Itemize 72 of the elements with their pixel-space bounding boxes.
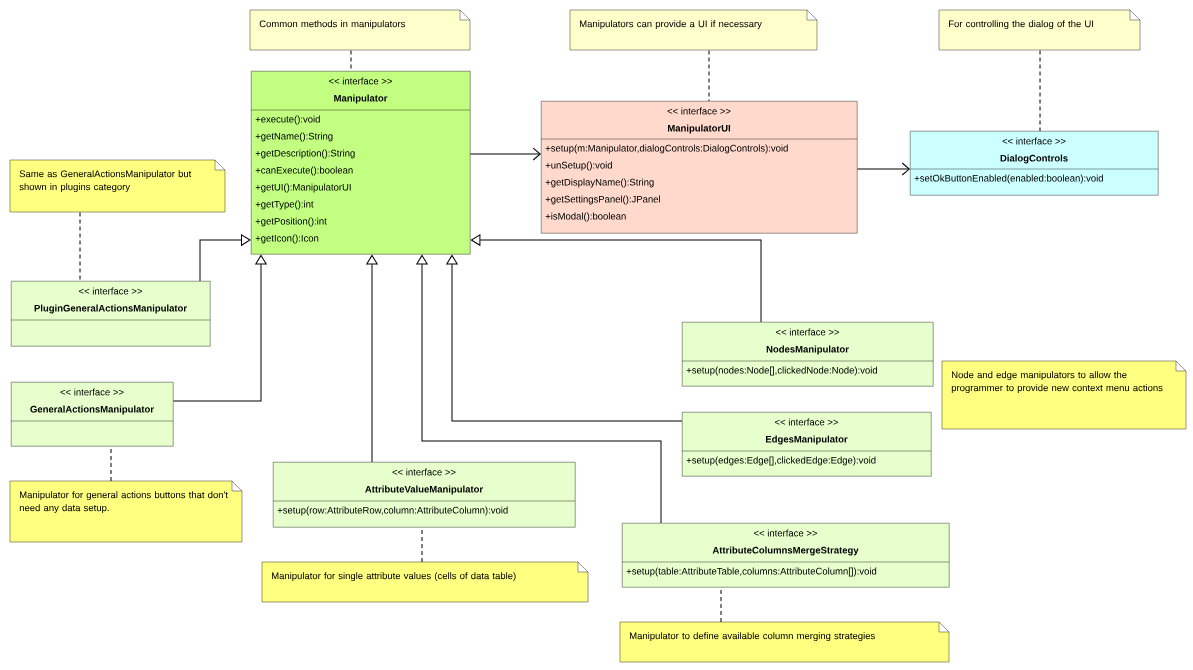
note-connector bbox=[1039, 49, 1041, 132]
note-box bbox=[569, 9, 818, 51]
class-name: ManipulatorUI bbox=[668, 124, 731, 134]
note-connector bbox=[708, 49, 710, 102]
generalization-arrow bbox=[172, 254, 267, 402]
stereotype-label: << interface >> bbox=[667, 107, 731, 115]
method-text: +unSetup():void bbox=[545, 161, 612, 171]
note-text: Manipulator for general actions buttons that don't need any data setup. bbox=[19, 491, 228, 514]
note-text: Manipulator for single attribute values (cells of data table) bbox=[272, 572, 516, 582]
note-connector bbox=[79, 211, 81, 282]
class-name: EdgesManipulator bbox=[766, 435, 848, 445]
interface-box bbox=[272, 462, 576, 528]
stereotype-label: << interface >> bbox=[775, 418, 838, 426]
interface-box bbox=[250, 71, 471, 255]
method-text: +getPosition():int bbox=[255, 217, 327, 227]
method-text: +execute():void bbox=[255, 115, 320, 125]
method-text: +setup(m:Manipulator,dialogControls:DialogControls):void bbox=[545, 144, 788, 154]
class-name: DialogControls bbox=[1000, 154, 1068, 164]
note-box bbox=[619, 621, 950, 663]
generalization-arrow bbox=[416, 254, 662, 524]
note-text: Node and edge manipulators to allow the programmer to provide new context menu actions bbox=[951, 371, 1163, 394]
interface-box bbox=[909, 131, 1159, 196]
note-text: For controlling the dialog of the UI bbox=[949, 20, 1094, 30]
method-text: +getType():int bbox=[255, 200, 314, 210]
method-text: +getSettingsPanel():JPanel bbox=[545, 195, 660, 205]
method-text: +setup(edges:Edge[],clickedEdge:Edge):void bbox=[686, 456, 876, 466]
method-text: +setup(table:AttributeTable,columns:AttributeColumn[]):void bbox=[626, 567, 877, 577]
note-box bbox=[9, 159, 226, 213]
generalization-arrow bbox=[366, 254, 378, 463]
note-text: Common methods in manipulators bbox=[259, 20, 406, 30]
note-box bbox=[261, 561, 589, 603]
interface-box bbox=[681, 412, 932, 477]
method-text: +setup(nodes:Node[],clickedNode:Node):void bbox=[686, 366, 877, 376]
generalization-arrow bbox=[199, 234, 251, 282]
class-name: Manipulator bbox=[334, 94, 388, 104]
note-text: Same as GeneralActionsManipulator but shown in plugins category bbox=[19, 170, 192, 193]
class-name: AttributeColumnsMergeStrategy bbox=[712, 546, 859, 556]
class-name: NodesManipulator bbox=[766, 345, 849, 355]
method-text: +canExecute():boolean bbox=[255, 166, 353, 176]
stereotype-label: << interface >> bbox=[754, 529, 817, 537]
note-text: Manipulators can provide a UI if necessary bbox=[580, 20, 762, 30]
stereotype-label: << interface >> bbox=[1002, 137, 1066, 145]
interface-box bbox=[540, 101, 858, 234]
class-name: GeneralActionsManipulator bbox=[30, 405, 154, 415]
method-text: +getDisplayName():String bbox=[545, 178, 654, 188]
interface-box bbox=[681, 322, 934, 387]
generalization-arrow bbox=[470, 234, 762, 323]
generalization-arrow bbox=[446, 254, 683, 422]
note-box bbox=[938, 9, 1141, 51]
method-text: +isModal():boolean bbox=[545, 212, 626, 222]
method-text: +getDescription():String bbox=[255, 149, 355, 159]
stereotype-label: << interface >> bbox=[329, 77, 392, 85]
note-text: Manipulator to define available column merging strategies bbox=[630, 632, 875, 642]
note-box bbox=[941, 360, 1187, 430]
method-text: +getName():String bbox=[255, 132, 333, 142]
method-text: +setOkButtonEnabled(enabled:boolean):void bbox=[914, 174, 1103, 184]
association-arrow bbox=[856, 162, 910, 176]
interface-box bbox=[621, 523, 950, 588]
method-text: +setup(row:AttributeRow,column:AttributeColumn):void bbox=[277, 506, 508, 516]
stereotype-label: << interface >> bbox=[79, 287, 142, 295]
note-box bbox=[249, 9, 471, 51]
method-text: +getIcon():Icon bbox=[255, 234, 319, 244]
interface-box bbox=[10, 281, 211, 347]
note-box bbox=[9, 480, 243, 543]
association-arrow bbox=[469, 147, 541, 161]
stereotype-label: << interface >> bbox=[60, 388, 124, 396]
stereotype-label: << interface >> bbox=[776, 328, 839, 336]
class-name: AttributeValueManipulator bbox=[365, 485, 483, 495]
interface-box bbox=[10, 382, 174, 447]
class-name: PluginGeneralActionsManipulator bbox=[34, 304, 187, 314]
stereotype-label: << interface >> bbox=[392, 468, 456, 476]
method-text: +getUI():ManipulatorUI bbox=[255, 183, 351, 193]
